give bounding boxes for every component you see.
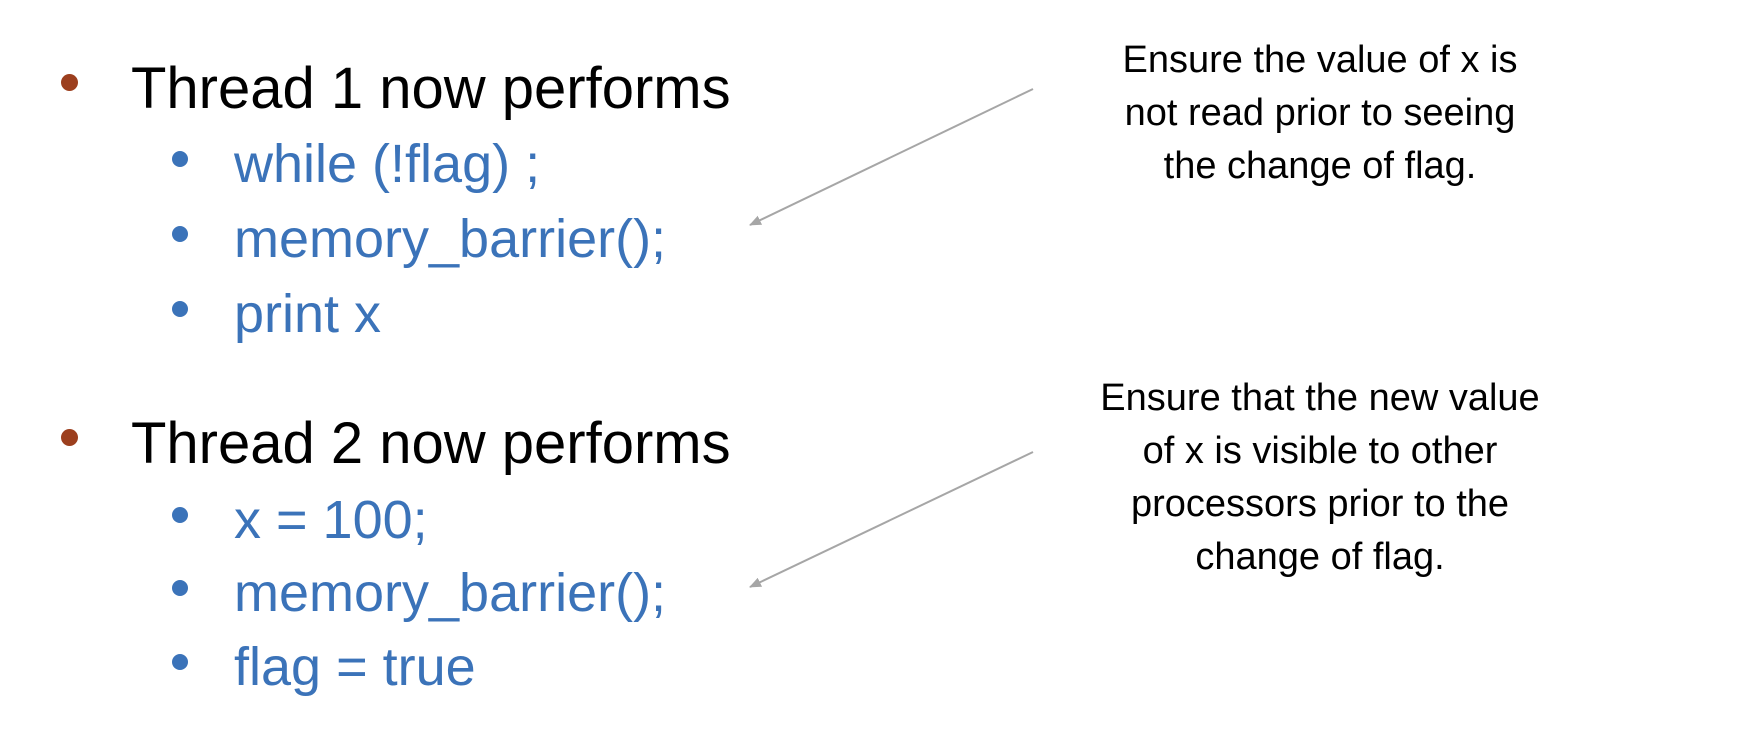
bullet-dot (172, 507, 188, 523)
code-line: x = 100; (234, 490, 428, 550)
thread2-heading: Thread 2 now performs (61, 415, 731, 473)
bullet-dot (172, 301, 188, 317)
bullet-dot (172, 151, 188, 167)
bullet-dot (172, 654, 188, 670)
thread2-annotation: Ensure that the new value of x is visibl… (1030, 372, 1610, 584)
arrow-to-thread2-barrier (749, 451, 1034, 588)
thread1-step-1: while (!flag) ; (172, 134, 541, 194)
thread2-heading-text: Thread 2 now performs (131, 411, 731, 476)
code-line: flag = true (234, 637, 476, 697)
bullet-dot (61, 429, 78, 446)
code-line: memory_barrier(); (234, 209, 667, 269)
thread1-step-2: memory_barrier(); (172, 209, 667, 269)
thread1-heading: Thread 1 now performs (61, 60, 731, 118)
code-line: print x (234, 284, 382, 344)
annotation-line: change of flag. (1195, 536, 1445, 578)
annotation-line: processors prior to the (1130, 483, 1510, 525)
annotation-line: of x is visible to other (1142, 430, 1498, 472)
code-line: memory_barrier(); (234, 563, 667, 623)
annotation-line: the change of flag. (1163, 145, 1477, 187)
thread1-step-3: print x (172, 284, 382, 344)
thread2-step-3: flag = true (172, 637, 476, 697)
bullet-dot (172, 580, 188, 596)
annotation-line: not read prior to seeing (1124, 92, 1516, 134)
annotation-line: Ensure that the new value (1100, 377, 1540, 419)
thread1-heading-text: Thread 1 now performs (131, 56, 731, 121)
arrow-to-thread1-barrier (749, 88, 1034, 226)
thread2-step-2: memory_barrier(); (172, 563, 667, 623)
annotation-line: Ensure the value of x is (1122, 39, 1518, 81)
thread1-annotation: Ensure the value of x is not read prior … (1030, 34, 1610, 193)
code-line: while (!flag) ; (234, 134, 541, 194)
bullet-dot (172, 226, 188, 242)
thread2-step-1: x = 100; (172, 490, 428, 550)
bullet-dot (61, 74, 78, 91)
